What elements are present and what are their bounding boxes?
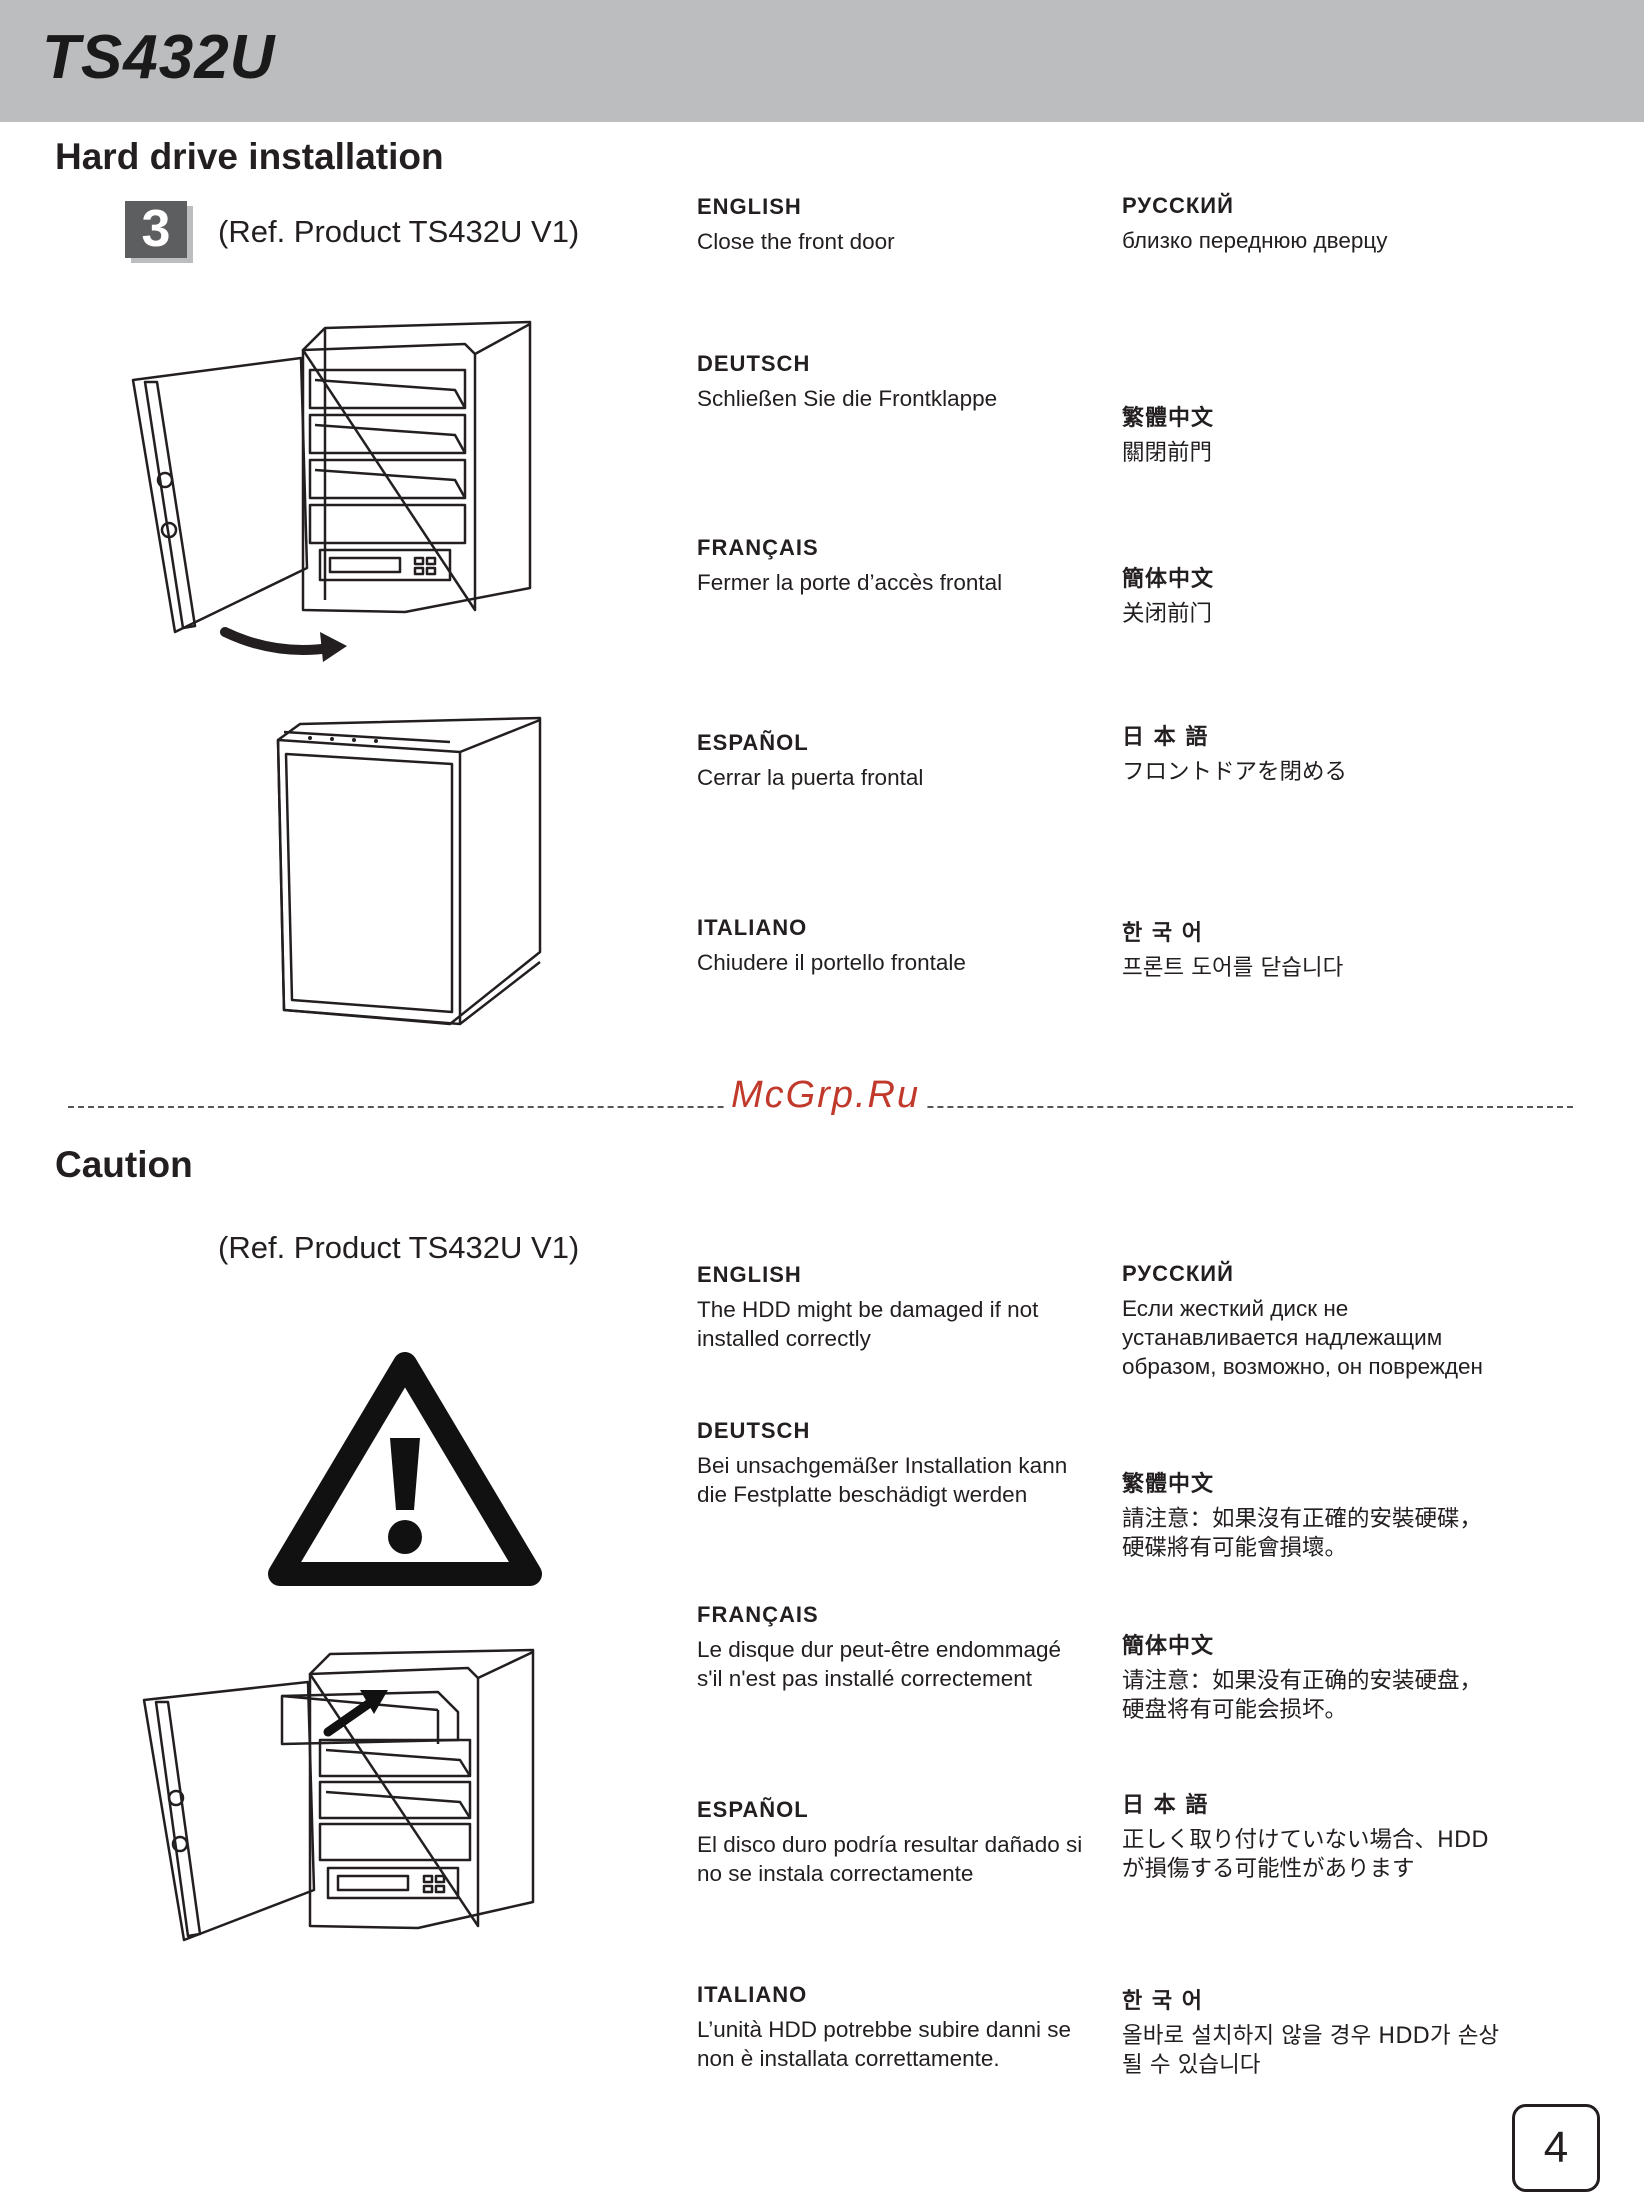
model-title: TS432U [42, 23, 276, 92]
install-lang-deutsch: DEUTSCH Schließen Sie die Frontklappe [697, 351, 1087, 413]
lang-name: DEUTSCH [697, 351, 811, 376]
caution-lang-italiano: ITALIANO L’unità HDD potrebbe subire dan… [697, 1982, 1087, 2073]
lang-name: 한 국 어 [1122, 921, 1204, 946]
lang-text: 请注意：如果没有正确的安装硬盘，硬盘将有可能会损坏。 [1122, 1668, 1483, 1723]
lang-name: FRANÇAIS [697, 1602, 819, 1627]
warning-triangle-icon [268, 1352, 542, 1586]
ref-product-caution: (Ref. Product TS432U V1) [218, 1230, 580, 1265]
lang-name: ESPAÑOL [697, 730, 809, 755]
install-lang-trad-chinese: 繁體中文 關閉前門 [1122, 400, 1512, 468]
lang-name: 簡体中文 [1122, 1634, 1215, 1659]
enclosure-closed-illustration [276, 716, 542, 1026]
lang-name: 日 本 語 [1122, 1793, 1209, 1818]
lang-text: Close the front door [697, 229, 895, 254]
ref-product-install: (Ref. Product TS432U V1) [218, 214, 580, 249]
install-lang-italiano: ITALIANO Chiudere il portello frontale [697, 915, 1087, 977]
caution-lang-english: ENGLISH The HDD might be damaged if not … [697, 1262, 1087, 1353]
install-lang-russian: РУССКИЙ близко переднюю дверцу [1122, 193, 1512, 255]
lang-name: ITALIANO [697, 1982, 808, 2007]
install-lang-korean: 한 국 어 프론트 도어를 닫습니다 [1122, 915, 1512, 983]
install-lang-japanese: 日 本 語 フロントドアを閉める [1122, 719, 1512, 787]
caution-lang-deutsch: DEUTSCH Bei unsachgemäßer Installation k… [697, 1418, 1087, 1509]
lang-name: DEUTSCH [697, 1418, 811, 1443]
lang-name: ESPAÑOL [697, 1797, 809, 1822]
caution-lang-japanese: 日 本 語 正しく取り付けていない場合、HDDが損傷する可能性があります [1122, 1787, 1502, 1884]
lang-text: 프론트 도어를 닫습니다 [1122, 955, 1344, 981]
lang-text: 正しく取り付けていない場合、HDDが損傷する可能性があります [1122, 1827, 1489, 1882]
lang-text: Bei unsachgemäßer Installation kann die … [697, 1453, 1068, 1507]
curved-arrow-icon [220, 627, 347, 662]
caution-lang-simp-chinese: 簡体中文 请注意：如果没有正确的安装硬盘，硬盘将有可能会损坏。 [1122, 1628, 1502, 1725]
lang-name: ENGLISH [697, 1262, 802, 1287]
lang-text: 關閉前門 [1122, 440, 1213, 466]
lang-text: The HDD might be damaged if not installe… [697, 1297, 1039, 1351]
lang-name: РУССКИЙ [1122, 1261, 1234, 1286]
page-number: 4 [1512, 2104, 1600, 2192]
lang-name: 簡体中文 [1122, 567, 1215, 592]
header-band: TS432U [0, 0, 1644, 122]
lang-text: Если жесткий диск не устанавливается над… [1122, 1296, 1483, 1379]
lang-text: Cerrar la puerta frontal [697, 765, 924, 790]
watermark-text: McGrp.Ru [725, 1074, 927, 1117]
lang-text: 請注意：如果沒有正確的安裝硬碟，硬碟將有可能會損壞。 [1122, 1506, 1483, 1561]
lang-text: 올바로 설치하지 않을 경우 HDD가 손상될 수 있습니다 [1122, 2023, 1500, 2078]
install-lang-english: ENGLISH Close the front door [697, 194, 1087, 256]
caution-lang-trad-chinese: 繁體中文 請注意：如果沒有正確的安裝硬碟，硬碟將有可能會損壞。 [1122, 1466, 1502, 1563]
step-number-badge: 3 [125, 201, 187, 258]
install-lang-espanol: ESPAÑOL Cerrar la puerta frontal [697, 730, 1087, 792]
caution-lang-russian: РУССКИЙ Если жесткий диск не устанавлива… [1122, 1261, 1502, 1381]
lang-name: РУССКИЙ [1122, 193, 1234, 218]
lang-text: Schließen Sie die Frontklappe [697, 386, 998, 411]
lang-text: Fermer la porte d’accès frontal [697, 570, 1003, 595]
lang-text: близко переднюю дверцу [1122, 228, 1388, 253]
lang-text: Le disque dur peut-être endommagé s'il n… [697, 1637, 1061, 1691]
lang-name: ENGLISH [697, 194, 802, 219]
insert-arrow-icon [323, 1690, 388, 1737]
section-title-install: Hard drive installation [55, 136, 444, 177]
lang-text: El disco duro podría resultar dañado si … [697, 1832, 1083, 1886]
lang-text: Chiudere il portello frontale [697, 950, 966, 975]
lang-text: 关闭前门 [1122, 601, 1213, 627]
lang-name: 日 本 語 [1122, 725, 1209, 750]
caution-lang-espanol: ESPAÑOL El disco duro podría resultar da… [697, 1797, 1087, 1888]
lang-name: 한 국 어 [1122, 1989, 1204, 2014]
enclosure-insert-drive-illustration [142, 1648, 535, 1942]
lang-name: ITALIANO [697, 915, 808, 940]
lang-text: フロントドアを閉める [1122, 759, 1348, 785]
install-lang-francais: FRANÇAIS Fermer la porte d’accès frontal [697, 535, 1087, 597]
caution-lang-korean: 한 국 어 올바로 설치하지 않을 경우 HDD가 손상될 수 있습니다 [1122, 1983, 1502, 2080]
lang-text: L’unità HDD potrebbe subire danni se non… [697, 2017, 1071, 2071]
caution-lang-francais: FRANÇAIS Le disque dur peut-être endomma… [697, 1602, 1087, 1693]
lang-name: 繁體中文 [1122, 1472, 1215, 1497]
install-lang-simp-chinese: 簡体中文 关闭前门 [1122, 561, 1512, 629]
enclosure-open-door-illustration [131, 320, 532, 662]
lang-name: FRANÇAIS [697, 535, 819, 560]
section-title-caution: Caution [55, 1144, 193, 1185]
lang-name: 繁體中文 [1122, 406, 1215, 431]
